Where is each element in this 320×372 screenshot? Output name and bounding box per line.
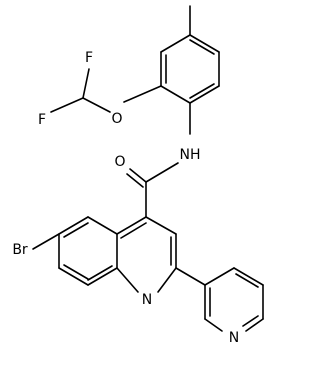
bond — [189, 39, 215, 55]
pyridine-nitrogen-label: N — [229, 330, 239, 346]
bond — [233, 267, 264, 286]
bond — [126, 173, 144, 188]
bond — [204, 267, 235, 286]
bond — [235, 273, 259, 288]
bond-layer — [32, 5, 264, 332]
bond — [242, 315, 259, 327]
carbonyl-oxygen-label: O — [114, 154, 125, 170]
bond — [145, 162, 179, 183]
bond — [82, 68, 90, 99]
bond — [116, 267, 139, 293]
bond — [160, 85, 191, 104]
bond — [32, 233, 60, 250]
amide-nh-label: NH — [180, 147, 201, 163]
bond — [82, 97, 111, 113]
atom-label-layer: F F O O NH Br N N — [12, 50, 239, 346]
bond — [175, 267, 206, 286]
ether-oxygen-label: O — [111, 111, 122, 127]
bond — [123, 85, 162, 103]
bond — [189, 83, 215, 99]
bond — [63, 222, 89, 238]
bond — [120, 222, 147, 239]
bromine-label: Br — [12, 242, 28, 258]
bond — [189, 85, 220, 104]
bond — [189, 34, 220, 53]
fluorine-label-left: F — [38, 112, 46, 128]
bond — [157, 267, 177, 293]
bond — [87, 267, 118, 286]
bond — [58, 216, 89, 235]
bond — [160, 34, 191, 53]
bond — [58, 267, 89, 286]
molecule-structure: F F O O NH Br N N — [12, 5, 264, 346]
bond — [129, 168, 147, 183]
bond — [245, 318, 264, 332]
bond — [87, 265, 113, 281]
bond — [87, 216, 118, 235]
bond — [204, 318, 223, 332]
fluorine-label-top: F — [85, 50, 93, 66]
bond — [145, 216, 177, 235]
structure-canvas: F F O O NH Br N N — [12, 5, 264, 346]
bond — [116, 216, 147, 235]
quinoline-nitrogen-label: N — [142, 292, 152, 308]
bond — [63, 264, 89, 280]
bond — [50, 97, 84, 113]
